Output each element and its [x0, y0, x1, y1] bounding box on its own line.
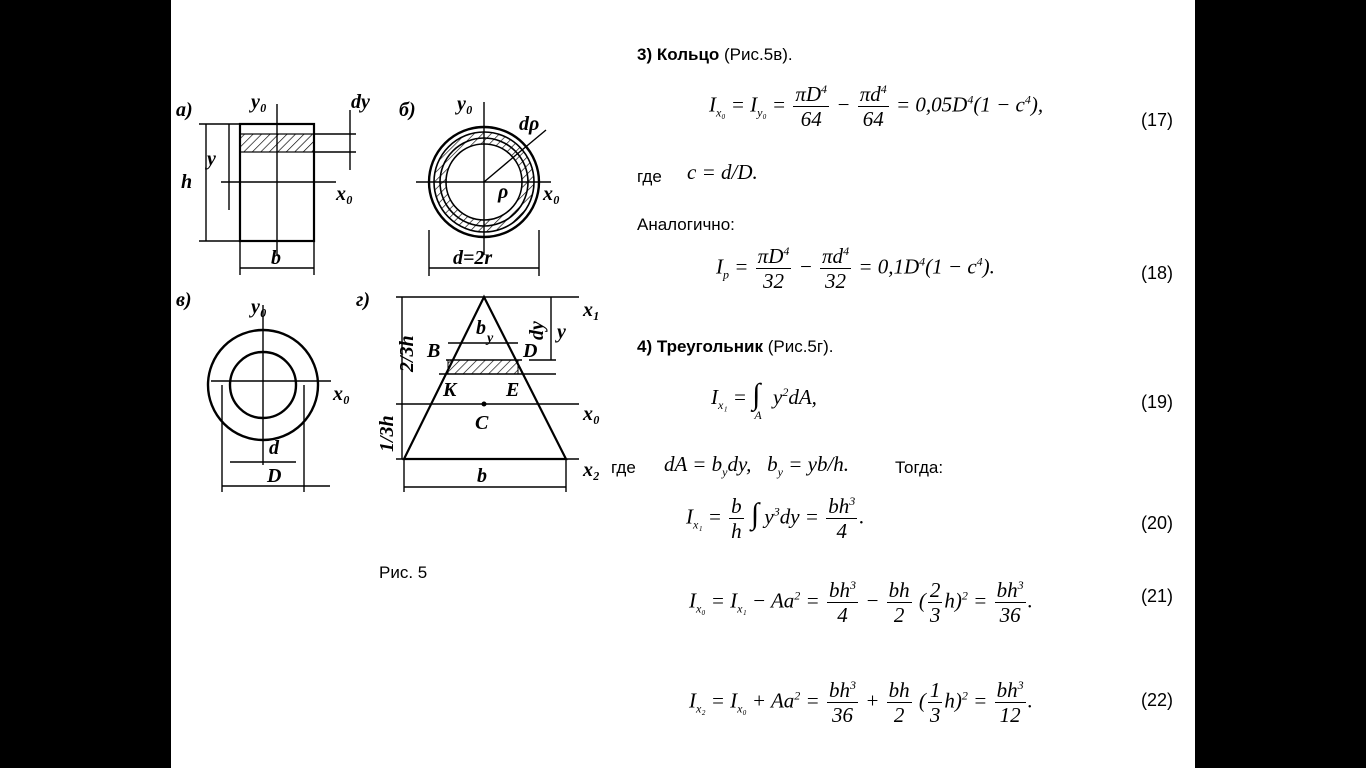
slide: а) y₀ dy h y x₀ b б) y₀ dρ ρ x₀ d=2r в) …	[171, 0, 1195, 768]
label-v-d: d	[269, 437, 280, 459]
section-4-title: Треугольник	[656, 337, 763, 356]
section-3-number: 3)	[637, 45, 653, 64]
label-g-h13: 1/3h	[376, 415, 398, 452]
eq-number-21: (21)	[1141, 586, 1174, 606]
label-b-x0: x₀	[542, 183, 560, 205]
where-2-then: Тогда:	[895, 458, 944, 477]
label-v-y0: y₀	[249, 296, 267, 318]
similarly-text: Аналогично:	[637, 215, 735, 234]
label-g-b: b	[477, 465, 487, 487]
label-b-drho: dρ	[519, 113, 539, 135]
eq-number-20: (20)	[1141, 513, 1174, 533]
label-a-y0: y₀	[249, 91, 267, 113]
label-g-K: K	[442, 379, 458, 401]
section-3-ref: (Рис.5в).	[724, 45, 793, 64]
label-g-D: D	[522, 340, 537, 362]
label-g-y: y	[555, 321, 566, 343]
where-1-expr: c = d/D.	[687, 160, 758, 184]
eq-number-19: (19)	[1141, 392, 1174, 412]
label-b-d: d=2r	[453, 247, 492, 269]
tag-b: б)	[399, 99, 416, 121]
figure-5: а) y₀ dy h y x₀ b б) y₀ dρ ρ x₀ d=2r в) …	[176, 91, 600, 492]
label-g-h23: 2/3h	[396, 335, 418, 373]
where-1-word: где	[637, 167, 662, 186]
tag-a: а)	[176, 99, 193, 121]
label-b-rho: ρ	[497, 181, 508, 203]
label-v-x0: x₀	[332, 383, 350, 405]
label-g-x0: x₀	[582, 403, 600, 425]
section-3-heading: 3) Кольцо (Рис.5в).	[637, 45, 793, 65]
label-a-h: h	[181, 171, 192, 193]
label-g-dy: dy	[526, 321, 548, 340]
label-g-x2: x₂	[582, 459, 600, 481]
label-a-y: y	[205, 148, 216, 170]
label-g-B: B	[426, 340, 440, 362]
eq-number-17: (17)	[1141, 110, 1174, 130]
figure-caption: Рис. 5	[379, 563, 428, 582]
label-g-by: b	[476, 317, 486, 339]
label-a-b: b	[271, 247, 281, 269]
tag-v: в)	[176, 289, 192, 311]
where-2-word: где	[611, 458, 636, 477]
label-b-y0: y₀	[455, 93, 473, 115]
where-2-expr: dA = bydy, by = yb/h.	[664, 452, 850, 480]
tag-g: г)	[356, 289, 370, 311]
label-a-x0: x₀	[335, 183, 353, 205]
label-v-D: D	[266, 465, 281, 487]
label-g-E: E	[505, 379, 519, 401]
equation-19: Ix₁ = ∫A y2dA,	[711, 378, 817, 423]
label-g-x1: x₁	[582, 299, 600, 321]
eq-number-22: (22)	[1141, 690, 1174, 710]
section-4-ref: (Рис.5г).	[767, 337, 834, 356]
section-4-number: 4)	[637, 337, 653, 356]
centroid-dot	[481, 401, 487, 407]
label-a-dy: dy	[351, 91, 370, 113]
label-g-by-sub: y	[485, 331, 494, 346]
section-4-heading: 4) Треугольник (Рис.5г).	[637, 337, 833, 357]
label-g-C: C	[475, 412, 489, 434]
eq-number-18: (18)	[1141, 263, 1174, 283]
hatched-strip-g	[447, 359, 519, 375]
section-3-title: Кольцо	[656, 45, 720, 64]
